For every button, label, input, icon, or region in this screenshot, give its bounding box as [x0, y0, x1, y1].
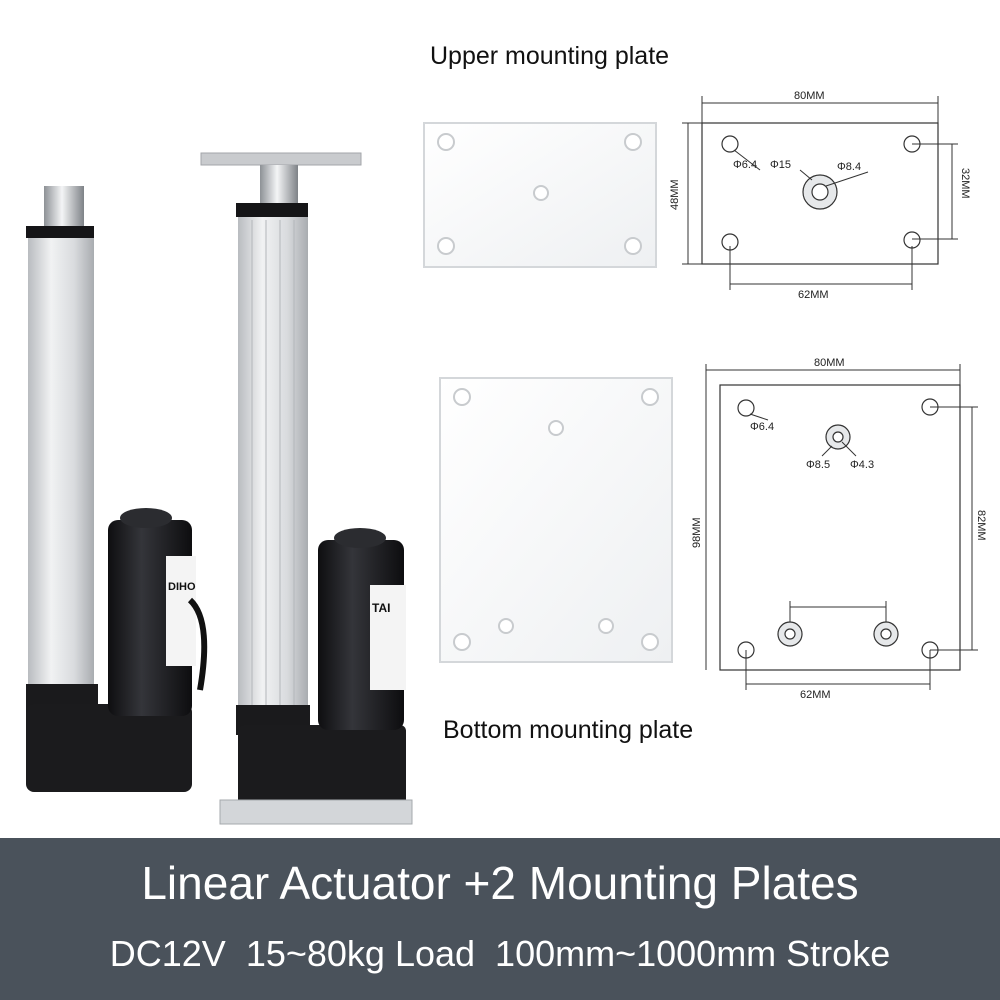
left-actuator-gearbox [26, 704, 192, 792]
banner-subtitle: DC12V 15~80kg Load 100mm~1000mm Stroke [109, 933, 891, 974]
right-actuator-label: TAI [372, 601, 390, 615]
bottom-plate-caption: Bottom mounting plate [443, 716, 694, 744]
left-actuator: DIHO [26, 186, 208, 792]
left-actuator-cable [187, 597, 208, 691]
bottom-plate-dimensions: 80MM 98MM 82MM 62MM Φ6.4 Φ8.5 Φ4.3 [691, 357, 987, 701]
bottom-vspan-dim: 82MM [975, 510, 987, 541]
bottom-center-outer-dim: Φ8.5 [806, 459, 830, 471]
banner-title: Linear Actuator +2 Mounting Plates [141, 857, 859, 909]
upper-center-inner-dim: Φ8.4 [837, 161, 861, 173]
upper-width-dim: 80MM [794, 90, 825, 102]
upper-plate-photo [423, 122, 657, 268]
bottom-plate-photo [439, 377, 673, 663]
upper-height-dim: 48MM [669, 179, 681, 210]
upper-plate-drawing [682, 96, 958, 290]
bottom-center-inner-dim: Φ4.3 [850, 459, 874, 471]
info-banner: Linear Actuator +2 Mounting Plates DC12V… [0, 838, 1000, 1000]
upper-hspan-dim: 62MM [798, 289, 829, 301]
upper-vspan-dim: 32MM [959, 168, 971, 199]
right-actuator-top-plate [200, 152, 362, 166]
bottom-width-dim: 80MM [814, 357, 845, 369]
right-actuator-base-plate [219, 799, 413, 825]
upper-corner-hole-dim: Φ6.4 [733, 159, 757, 171]
right-actuator-rod [260, 165, 298, 207]
upper-plate-caption: Upper mounting plate [430, 42, 670, 70]
bottom-height-dim: 98MM [691, 517, 703, 548]
right-actuator: TAI [200, 152, 413, 825]
bottom-corner-hole-dim: Φ6.4 [750, 421, 774, 433]
left-actuator-tube [28, 238, 94, 686]
bottom-plate-drawing [705, 364, 978, 690]
upper-center-outer-dim: Φ15 [770, 159, 791, 171]
left-actuator-rod [44, 186, 84, 228]
product-illustration: DIHO TAI [26, 90, 987, 825]
left-actuator-label: DIHO [168, 581, 196, 593]
bottom-hspan-dim: 62MM [800, 689, 831, 701]
right-actuator-gearbox [238, 725, 406, 807]
upper-plate-dimensions: 80MM 48MM 32MM 62MM Φ6.4 Φ15 Φ8.4 [669, 90, 971, 301]
right-actuator-tube [238, 217, 308, 709]
